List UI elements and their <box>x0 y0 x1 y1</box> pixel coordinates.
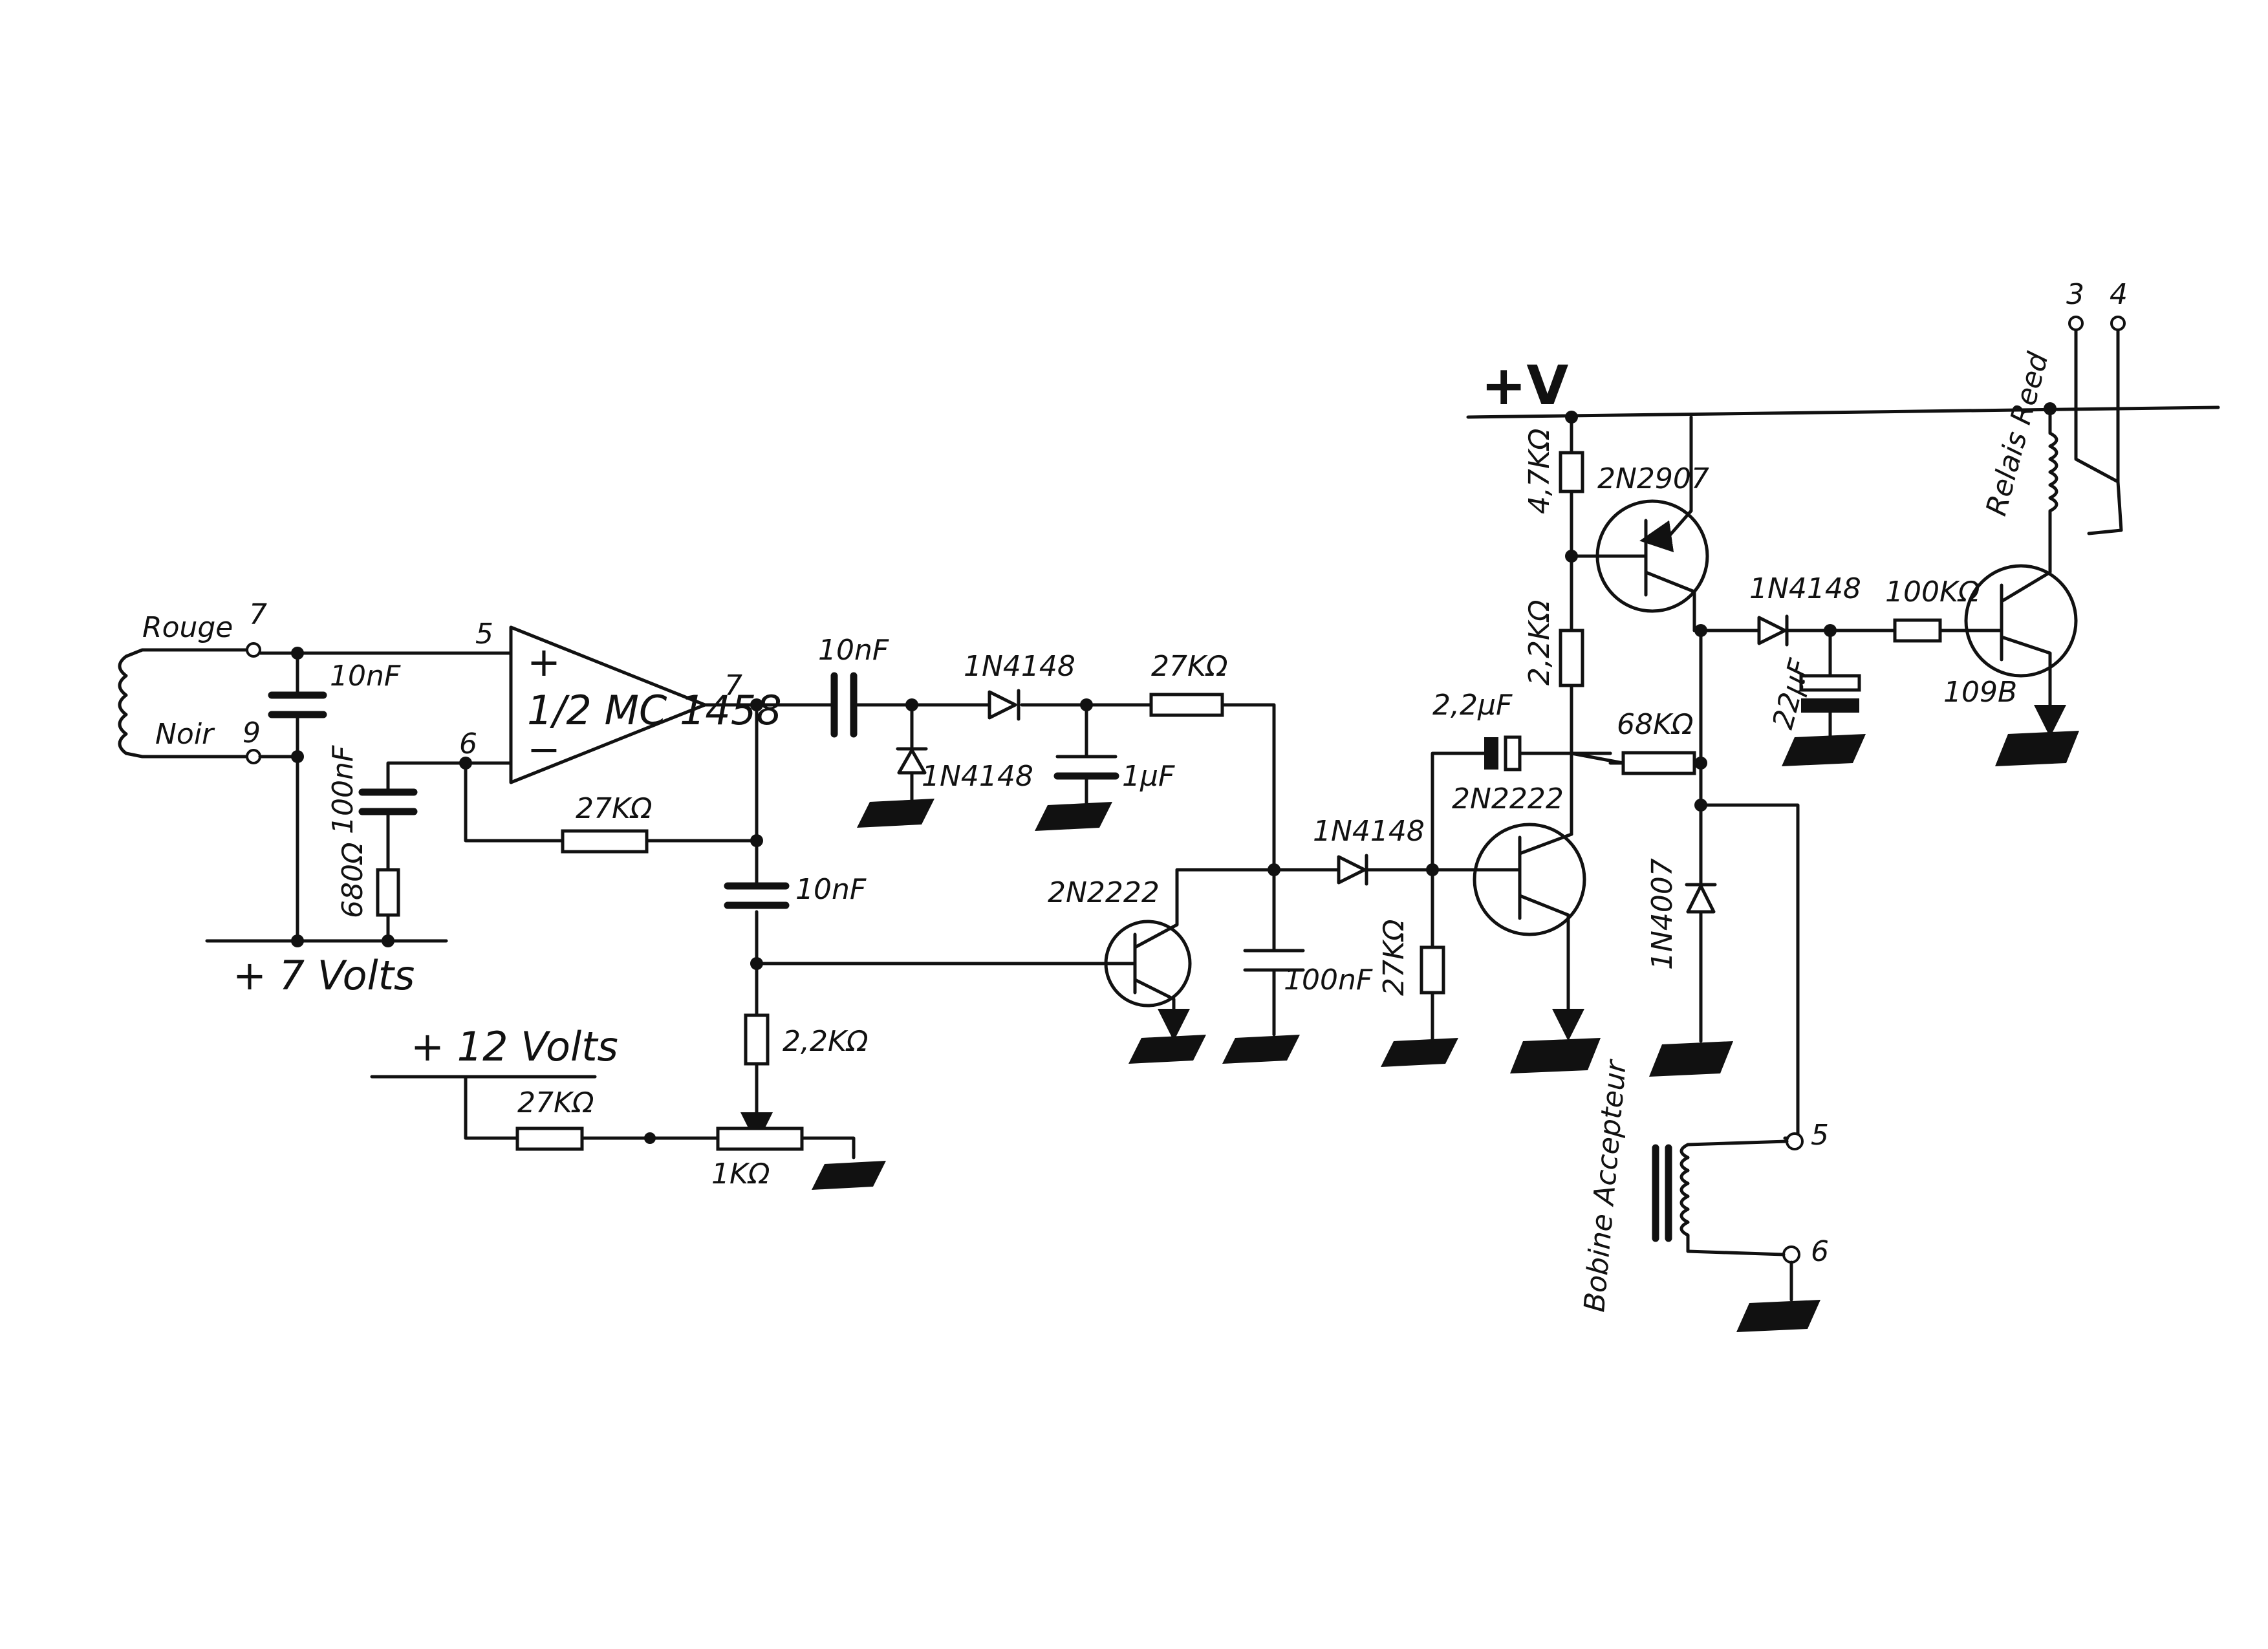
ground-freewheel <box>1649 1041 1733 1077</box>
pickup-rouge-label: Rouge <box>142 611 233 644</box>
relay-contact <box>2074 325 2123 535</box>
resistor-100k-label: 100KΩ <box>1885 576 1980 609</box>
diode-clamp <box>897 748 927 775</box>
resistor-feedback-27k <box>561 829 649 854</box>
cap-100n <box>1243 949 1305 972</box>
pickup-pin7-label: 7 <box>249 598 267 631</box>
opamp-pin7-label: 7 <box>724 669 742 702</box>
resistor-2k2-label: 2,2KΩ <box>1523 599 1556 685</box>
cap-output <box>830 672 858 738</box>
diode-mid-label: 1N4148 <box>1313 815 1425 848</box>
cap-2u2 <box>1484 737 1498 770</box>
acceptor-coil <box>1679 1139 1789 1256</box>
ground-100n <box>1222 1035 1300 1064</box>
terminal-3-label: 3 <box>2066 278 2084 311</box>
cap-22u <box>1801 698 1859 713</box>
ground-q2 <box>1510 1038 1601 1073</box>
diode-relay <box>1757 616 1787 645</box>
pickup-terminal-9 <box>246 749 261 764</box>
transistor-q4-label: 109B <box>1943 676 2017 709</box>
resistor-4k7 <box>1559 451 1584 493</box>
resistor-2k2-bias-label: 2,2KΩ <box>783 1025 869 1058</box>
opamp-plus-sign: + <box>527 638 561 685</box>
ground-clamp <box>857 799 934 828</box>
cap-feedback <box>358 788 418 815</box>
diode-freewheel-label: 1N4007 <box>1646 858 1679 970</box>
resistor-2k2-bias <box>744 1013 770 1066</box>
pickup-noir-label: Noir <box>155 718 215 751</box>
pickup-pin9-label: 9 <box>243 717 261 749</box>
rail-vplus <box>1466 405 2220 419</box>
diode-freewheel <box>1686 884 1716 914</box>
resistor-680 <box>376 868 400 917</box>
transistor-q4 <box>1964 564 2078 678</box>
ground-q1 <box>1129 1035 1206 1064</box>
resistor-2k2 <box>1559 629 1584 687</box>
transistor-q3-label: 2N2907 <box>1597 462 1709 495</box>
transistor-q2-label: 2N2222 <box>1452 782 1564 815</box>
cap-filter-label: 1µF <box>1122 760 1175 793</box>
transistor-q2 <box>1473 823 1586 936</box>
resistor-12v-27k <box>515 1126 584 1151</box>
rail-vplus-label: +V <box>1481 354 1568 417</box>
transistor-q1-label: 2N2222 <box>1048 876 1160 909</box>
diode-rect <box>988 690 1017 720</box>
diode-clamp-label: 1N4148 <box>922 760 1033 793</box>
relay-coil <box>2048 407 2058 529</box>
pickup-terminal-7 <box>246 642 261 658</box>
resistor-feedback-label: 27KΩ <box>576 792 653 825</box>
resistor-27k-gnd <box>1420 945 1445 995</box>
rail-7v-label: + 7 Volts <box>233 952 415 999</box>
cap-coupling <box>724 882 790 909</box>
diode-mid <box>1337 855 1366 885</box>
terminal-6 <box>1782 1245 1800 1264</box>
ground-pot <box>812 1161 886 1190</box>
potentiometer-1k <box>716 1126 804 1151</box>
terminal-5 <box>1786 1132 1804 1150</box>
potentiometer-label: 1KΩ <box>711 1158 770 1191</box>
relay-label: Relais Reed <box>1980 349 2055 519</box>
resistor-series-label: 27KΩ <box>1151 650 1228 683</box>
acceptor-coil-label: Bobine Accepteur <box>1578 1057 1633 1313</box>
cap-input-label: 10nF <box>330 660 401 693</box>
resistor-68k-label: 68KΩ <box>1617 708 1694 741</box>
ground-filter <box>1035 802 1112 831</box>
cap-100n-label: 100nF <box>1284 964 1373 997</box>
resistor-series-27k <box>1149 693 1224 717</box>
opamp-pin6-label: 6 <box>459 727 477 760</box>
opamp-triangle <box>509 625 707 784</box>
cap-2u2-label: 2,2µF <box>1432 689 1513 722</box>
terminal-4 <box>2110 316 2126 331</box>
cap-coupling-label: 10nF <box>795 873 867 906</box>
opamp-minus-sign: − <box>527 726 561 773</box>
resistor-27k-gnd-label: 27KΩ <box>1377 919 1410 996</box>
diode-rect-label: 1N4148 <box>964 650 1075 683</box>
diode-relay-label: 1N4148 <box>1749 572 1861 605</box>
ground-acceptor <box>1736 1300 1820 1332</box>
opamp-pin5-label: 5 <box>475 618 493 651</box>
resistor-100k <box>1893 618 1942 643</box>
opamp-name-label: 1/2 MC 1458 <box>527 687 782 734</box>
terminal-5-label: 5 <box>1811 1119 1829 1152</box>
cap-feedback-label: 100nF <box>327 745 360 834</box>
terminal-3 <box>2068 316 2084 331</box>
pickup-coil <box>118 642 261 764</box>
resistor-680-label: 680Ω <box>336 842 369 918</box>
resistor-68k <box>1621 751 1696 775</box>
resistor-12v-label: 27KΩ <box>517 1086 594 1119</box>
cap-22u-label: 22µF <box>1766 655 1817 732</box>
cap-input <box>268 691 327 718</box>
resistor-4k7-label: 4,7KΩ <box>1523 428 1556 514</box>
cap-output-label: 10nF <box>818 634 889 667</box>
terminal-4-label: 4 <box>2110 278 2128 311</box>
ground-q4 <box>1995 731 2079 766</box>
ground-27k <box>1381 1038 1458 1067</box>
rail-12v-label: + 12 Volts <box>411 1023 618 1070</box>
ground-22u <box>1782 734 1866 766</box>
terminal-6-label: 6 <box>1811 1235 1829 1268</box>
